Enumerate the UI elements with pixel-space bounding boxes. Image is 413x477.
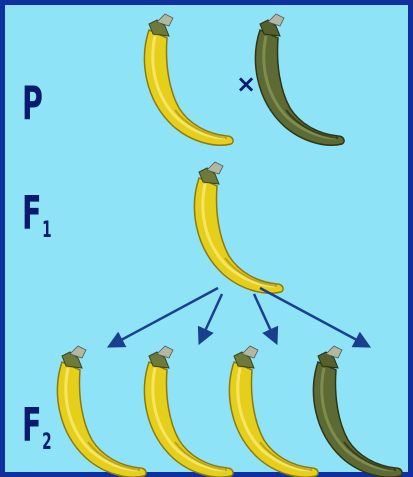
cross-symbol: × [236,70,256,98]
arrow-icon [254,294,276,342]
generation-label-f1: F1 [22,190,52,236]
f2-yellow-banana-3 [229,346,318,477]
f2-yellow-banana-2 [144,346,233,477]
generation-label-f2: F2 [22,402,52,448]
f2-green-banana [313,346,402,477]
f1-yellow-banana [194,162,283,293]
parent-yellow-banana [144,14,233,145]
f2-yellow-banana-1 [57,346,146,477]
arrow-icon [260,288,368,346]
arrow-icon [200,294,222,342]
generation-label-p: P [22,80,43,126]
parent-green-banana [255,14,344,145]
